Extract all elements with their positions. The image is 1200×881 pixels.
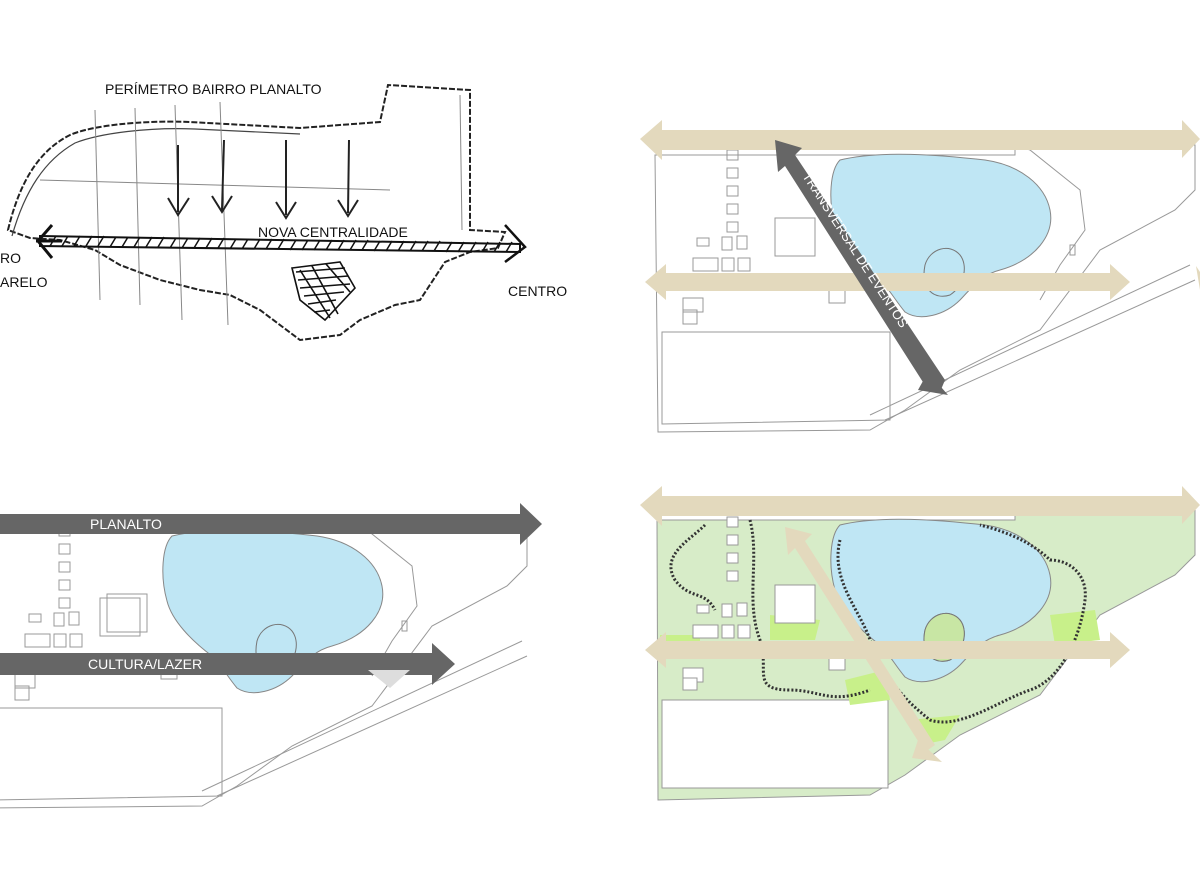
sketch-perimeter: [6, 83, 507, 342]
edge-beige-fragment: [1196, 266, 1200, 290]
cultura-label: CULTURA/LAZER: [88, 656, 202, 672]
planalto-arrow: [0, 503, 542, 545]
top-beige-arrow-br: [640, 486, 1190, 526]
building-white: [774, 584, 816, 624]
sketch-down-arrows: [167, 139, 359, 220]
panel-transversal: TRANSVERSAL DE EVENTOS: [640, 120, 1200, 433]
perimeter-label: PERÍMETRO BAIRRO PLANALTO: [105, 81, 322, 97]
lake: [830, 153, 1052, 318]
transversal-arrow: [775, 140, 945, 392]
sketch-perimeter-inner: [11, 128, 301, 237]
sketch-labels: PERÍMETRO BAIRRO PLANALTO NOVA CENTRALID…: [0, 81, 567, 299]
left-label-top: RO: [0, 250, 21, 266]
sketch-scribble-block: [291, 261, 356, 322]
mid-beige-arrow: [645, 264, 1130, 300]
transversal-arrow-head: [918, 372, 948, 395]
sketch-panel: [6, 83, 527, 342]
cultura-arrow: [0, 643, 455, 685]
top-beige-arrow-head: [1182, 120, 1200, 158]
mid-beige-arrow-br: [645, 632, 1130, 668]
planalto-label: PLANALTO: [90, 516, 162, 532]
cultura-arrow-notch: [368, 670, 410, 688]
plot-block: [661, 699, 889, 789]
diagonal-beige-arrow: [785, 527, 935, 752]
building-block: [99, 597, 141, 637]
diagonal-beige-arrow-head: [912, 740, 942, 762]
centrality-band: [36, 224, 527, 263]
panel-planalto: PLANALTO CULTURA/LAZER: [0, 503, 542, 809]
sketch-guides: [39, 94, 463, 326]
building-row: [682, 516, 751, 691]
centrality-label: NOVA CENTRALIDADE: [258, 224, 408, 240]
left-label-bottom: ARELO: [0, 274, 48, 290]
top-beige-arrow: [640, 120, 1190, 160]
dotted-paths: [669, 519, 1087, 724]
right-label-centro: CENTRO: [508, 283, 567, 299]
top-beige-arrow-head-br: [1182, 486, 1200, 524]
panel-park: [640, 486, 1200, 801]
bright-patch-4: [1050, 610, 1100, 645]
